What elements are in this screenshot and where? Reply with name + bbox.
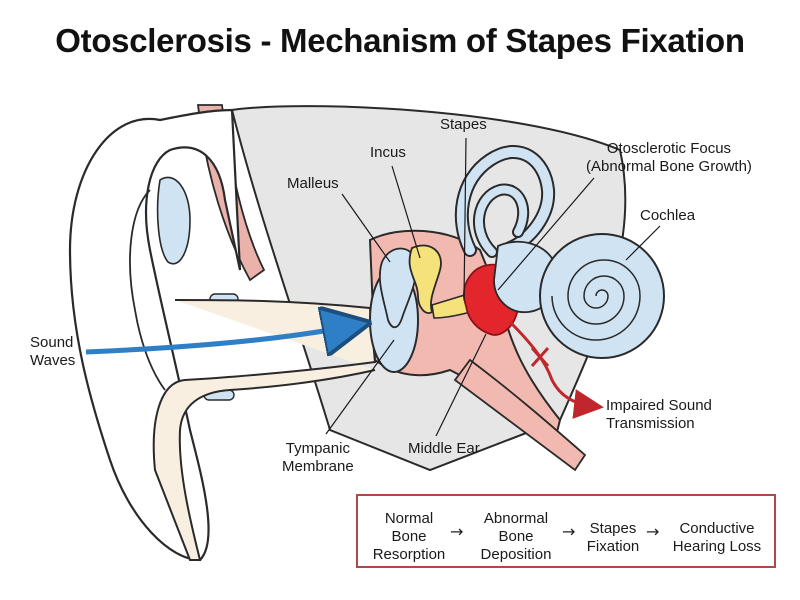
flow-step-normal-resorption: Normal Bone Resorption	[368, 510, 450, 564]
blocked-x-mark	[530, 347, 550, 367]
flow-step-2-line2: Bone	[498, 528, 534, 545]
impaired-transmission-arrow	[508, 320, 604, 419]
label-otosclerotic-focus: Otosclerotic Focus (Abnormal Bone Growth…	[586, 140, 752, 176]
flow-arrow-1: →	[450, 522, 464, 541]
flow-step-4-line1: Conductive	[679, 520, 755, 537]
flow-step-1-line1: Normal	[384, 510, 434, 527]
label-tympanic-membrane: Tympanic Membrane	[282, 440, 354, 476]
flow-arrow-2: →	[562, 522, 576, 541]
label-sound-waves-line1: Sound	[30, 334, 74, 351]
label-cochlea: Cochlea	[640, 207, 696, 224]
eustachian-tube	[453, 358, 587, 472]
label-malleus: Malleus	[287, 175, 339, 192]
page-title: Otosclerosis - Mechanism of Stapes Fixat…	[55, 22, 745, 59]
flow-step-3-line1: Stapes	[589, 520, 637, 537]
leader-stapes	[463, 137, 467, 301]
semicircular-canals-fill	[456, 147, 554, 255]
flow-step-2-line1: Abnormal	[483, 510, 549, 527]
mechanism-flow-box: Normal Bone Resorption → Abnormal Bone D…	[356, 494, 776, 568]
flow-arrow-3: →	[646, 522, 660, 541]
cochlea-spiral	[551, 259, 641, 341]
flow-step-stapes-fixation: Stapes Fixation	[580, 520, 646, 556]
leader-incus	[391, 165, 421, 259]
auricle-inner-fold	[129, 189, 166, 391]
leader-lines	[325, 137, 661, 437]
label-sound-waves: Sound Waves	[30, 334, 75, 370]
incus-shape	[408, 244, 442, 314]
flow-step-1-line2: Bone	[391, 528, 427, 545]
label-otosclerotic-focus-line1: Otosclerotic Focus	[606, 140, 732, 157]
flow-step-conductive-hearing-loss: Conductive Hearing Loss	[664, 520, 770, 556]
flow-step-abnormal-deposition: Abnormal Bone Deposition	[470, 510, 562, 564]
ear-cartilage-blue	[156, 176, 191, 265]
label-stapes: Stapes	[440, 116, 487, 133]
semicircular-canals-2-fill	[474, 185, 528, 256]
leader-focus	[497, 177, 595, 291]
label-sound-waves-line2: Waves	[30, 352, 76, 369]
leader-cochlea	[625, 225, 661, 261]
malleus-shape	[378, 247, 418, 329]
label-tympanic-line2: Membrane	[282, 458, 354, 475]
label-incus: Incus	[370, 144, 406, 161]
flow-step-1-line3: Resorption	[372, 546, 446, 563]
leader-tympanic	[325, 339, 395, 435]
label-otosclerotic-focus-line2: (Abnormal Bone Growth)	[586, 158, 752, 175]
label-impaired-line2: Transmission	[606, 415, 695, 432]
label-impaired-line1: Impaired Sound	[606, 397, 712, 414]
flow-step-4-line2: Hearing Loss	[672, 538, 762, 555]
cochlea-body	[539, 233, 665, 359]
auricle	[68, 108, 242, 562]
flow-step-2-line3: Deposition	[480, 546, 552, 563]
flow-step-3-line2: Fixation	[586, 538, 640, 555]
label-tympanic-line1: Tympanic	[285, 440, 350, 457]
label-middle-ear: Middle Ear	[408, 440, 480, 457]
sound-waves-arrow	[85, 326, 352, 352]
label-impaired-transmission: Impaired Sound Transmission	[606, 397, 712, 433]
leader-malleus	[341, 193, 391, 263]
leader-middle-ear	[435, 333, 487, 437]
